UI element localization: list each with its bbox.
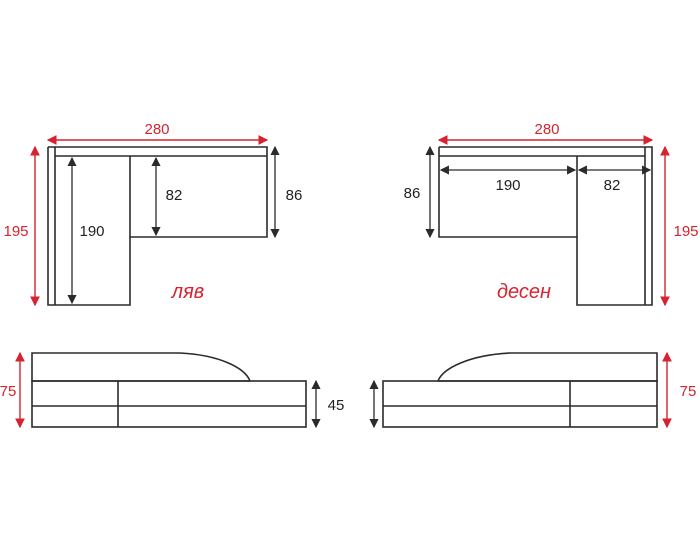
- left-back-depth-label: 86: [286, 187, 303, 204]
- right-height-label: 75: [680, 383, 697, 400]
- left-sofa-top-view: [47, 146, 268, 306]
- left-seat-depth-label: 82: [166, 187, 183, 204]
- right-top-outline: [438, 146, 653, 306]
- left-sofa-side-view: [31, 352, 307, 428]
- left-side-base: [31, 380, 307, 428]
- left-width-label: 280: [144, 121, 169, 138]
- right-width-label: 280: [534, 121, 559, 138]
- right-depth-label: 195: [673, 223, 698, 240]
- right-back-depth-label: 86: [404, 185, 421, 202]
- right-side-back-contour: [438, 352, 658, 382]
- left-height-label: 75: [0, 383, 16, 400]
- left-side-back-contour: [31, 352, 250, 382]
- right-side-base: [382, 380, 658, 428]
- right-seat-depth-label: 190: [495, 177, 520, 194]
- right-side-label: десен: [497, 281, 551, 303]
- right-side-back-curve: [437, 352, 511, 382]
- left-side-back-curve: [179, 352, 251, 382]
- left-side-label: ляв: [171, 281, 204, 303]
- right-chaise-depth-label: 82: [604, 177, 621, 194]
- left-chaise-length-label: 190: [79, 223, 104, 240]
- right-sofa-side-view: [382, 352, 658, 428]
- left-depth-label: 195: [3, 223, 28, 240]
- left-seat-height-label: 45: [328, 397, 345, 414]
